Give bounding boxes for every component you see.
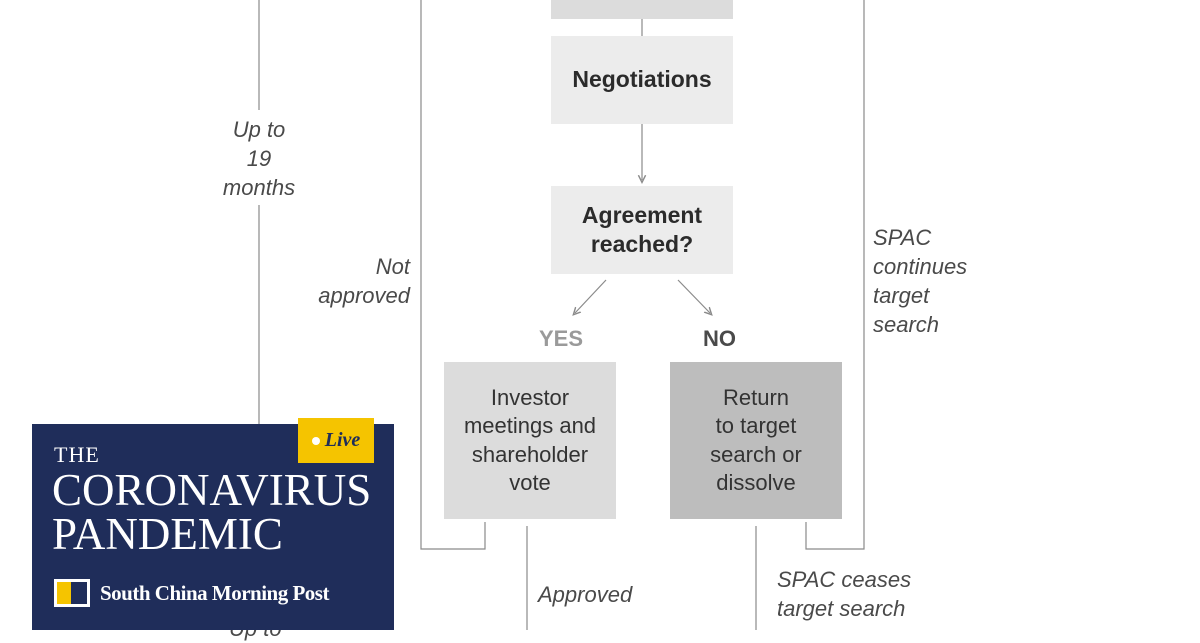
scmp-logo-icon <box>54 579 90 607</box>
live-badge[interactable]: Live <box>298 418 374 463</box>
note-spac-continues: SPAC continues target search <box>873 225 968 337</box>
brand-name: South China Morning Post <box>100 580 329 605</box>
coronavirus-pandemic-banner[interactable]: Live THE CORONAVIRUS PANDEMIC South Chin… <box>32 418 394 630</box>
box-investor-meetings: Investor meetings and shareholder vote <box>444 362 616 519</box>
branch-yes-arrow <box>575 279 607 313</box>
note-not-approved: Not approved <box>318 254 410 308</box>
box-agreement-reached: Agreement reached? <box>551 186 733 274</box>
spac-flowchart: Negotiations Agreement reached? YES NO I… <box>222 0 968 641</box>
box-negotiations: Negotiations <box>551 36 733 124</box>
box-investor-label: Investor meetings and shareholder vote <box>463 385 597 495</box>
box-agreement-label: Agreement reached? <box>581 201 703 257</box>
box-previous-step <box>551 0 733 19</box>
note-spac-ceases: SPAC ceases target search <box>777 567 912 621</box>
note-up-to-19-months: Up to 19 months <box>222 117 296 200</box>
banner-title: CORONAVIRUS PANDEMIC <box>52 465 372 559</box>
branch-yes-label: YES <box>539 326 584 351</box>
branch-no-arrow <box>677 279 710 313</box>
live-dot-icon <box>311 436 320 445</box>
box-return-or-dissolve: Return to target search or dissolve <box>670 362 842 519</box>
banner-the: THE <box>54 442 100 467</box>
live-label: Live <box>324 429 361 451</box>
note-approved: Approved <box>538 582 633 607</box>
box-negotiations-label: Negotiations <box>572 66 712 93</box>
box-return-label: Return to target search or dissolve <box>710 385 802 495</box>
loop-spac-continues <box>805 0 865 550</box>
branch-no-label: NO <box>703 326 736 351</box>
loop-not-approved <box>420 0 486 550</box>
brand-row[interactable]: South China Morning Post <box>54 578 329 608</box>
